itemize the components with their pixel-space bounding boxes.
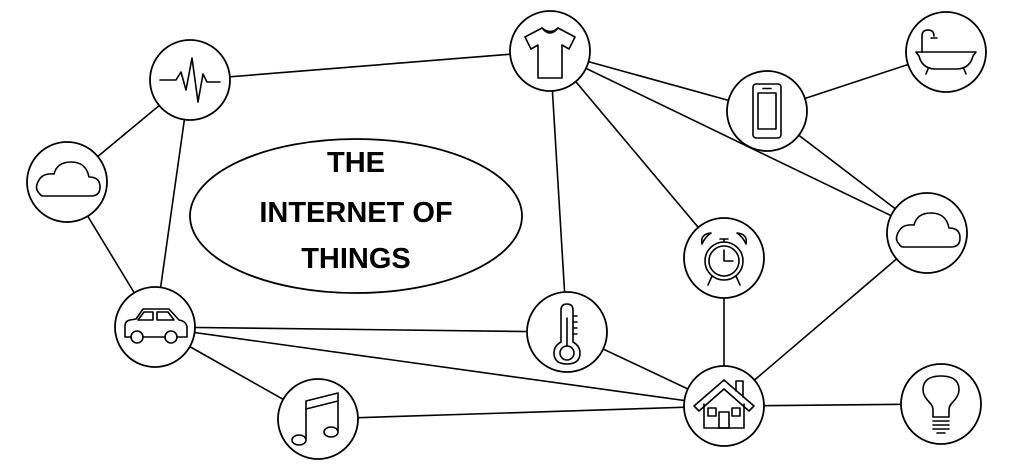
node-music <box>277 378 359 460</box>
node-bathtub <box>905 11 987 93</box>
car-icon <box>124 308 188 344</box>
title-line-3: THINGS <box>301 243 411 275</box>
alarm-clock-icon <box>700 232 748 286</box>
title-ellipse-group: THE INTERNET OF THINGS <box>189 138 523 294</box>
node-cloud-left <box>26 141 108 223</box>
edge-cloud-right-house <box>723 232 928 407</box>
edge-car-house <box>154 326 725 407</box>
edge-pulse-tshirt <box>189 50 551 81</box>
node-thermometer <box>526 291 608 373</box>
t-shirt-icon <box>524 27 576 79</box>
title-line-2: INTERNET OF <box>259 197 452 229</box>
node-phone <box>726 70 808 152</box>
node-cloud-right <box>886 192 968 274</box>
thermometer-icon <box>553 303 581 365</box>
music-note-icon <box>291 392 339 446</box>
edge-car-thermometer <box>154 326 568 333</box>
light-bulb-icon <box>922 375 960 434</box>
node-tshirt <box>509 10 591 92</box>
edge-music-house <box>317 405 725 420</box>
edges-layer <box>66 50 947 420</box>
edge-pulse-car <box>154 79 191 328</box>
edge-tshirt-alarm <box>549 50 725 259</box>
cloud-icon <box>895 212 961 248</box>
node-car <box>114 286 196 368</box>
node-alarm <box>683 217 765 299</box>
title-line-1: THE <box>327 147 385 179</box>
heart-rate-pulse-icon <box>159 57 221 103</box>
edge-tshirt-cloud-right <box>549 50 928 234</box>
edge-tshirt-thermometer <box>549 50 568 333</box>
node-bulb <box>900 363 982 445</box>
cloud-icon <box>35 161 101 197</box>
house-icon <box>693 379 755 429</box>
smartphone-icon <box>752 83 782 139</box>
node-pulse <box>149 39 231 121</box>
node-house <box>683 365 765 447</box>
title-ellipse <box>189 138 523 294</box>
bathtub-icon <box>915 29 977 75</box>
